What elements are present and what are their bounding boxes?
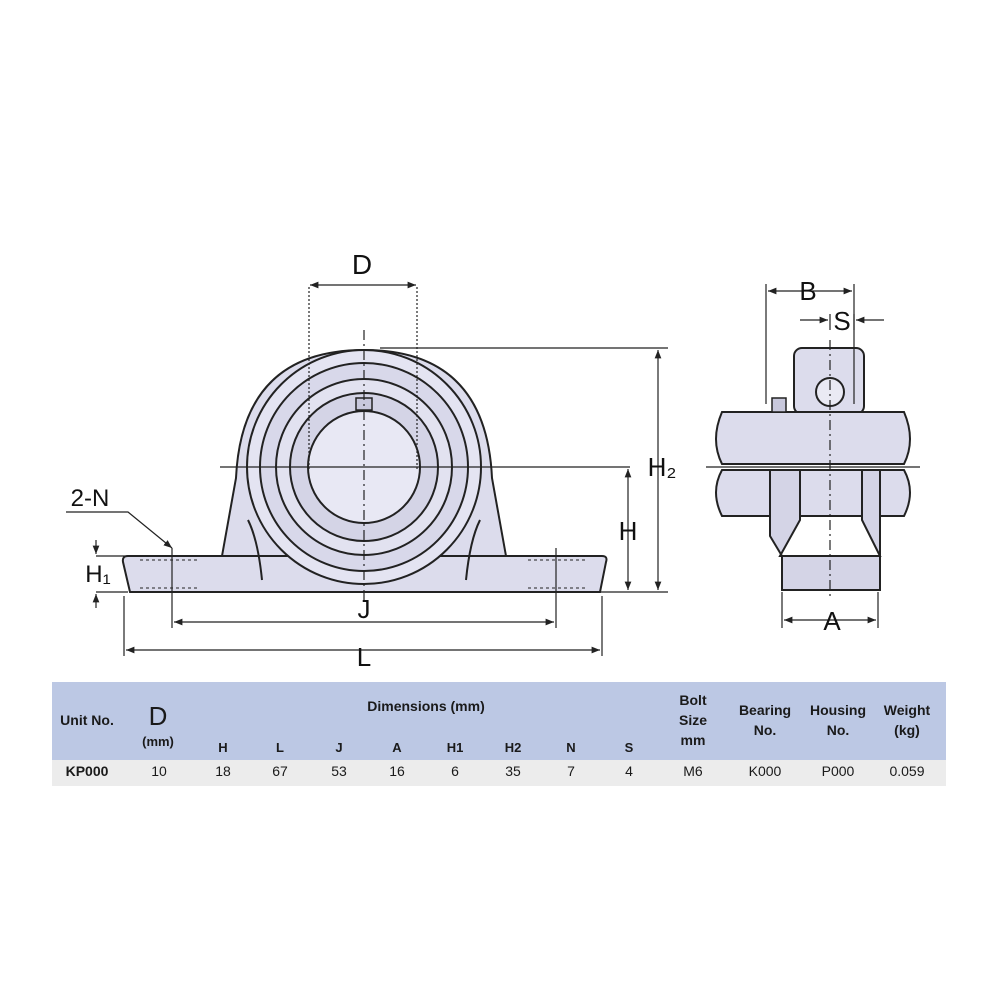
left-rib	[247, 519, 263, 581]
right-rib	[465, 519, 481, 581]
header-bolt-1: Bolt	[679, 692, 707, 708]
cell-weight: 0.059	[889, 763, 925, 779]
header-unit-no: Unit No.	[60, 712, 114, 728]
side-dimensions	[706, 284, 920, 628]
cell-a: 16	[389, 763, 405, 779]
header-bolt-2: Size	[678, 712, 707, 728]
cell-bearing: K000	[748, 763, 782, 779]
header-d: D	[148, 701, 168, 731]
dimension-labels: D H₂ H 2-N H₁ J L B S A	[71, 249, 851, 672]
technical-drawing: D H₂ H 2-N H₁ J L B S A	[66, 249, 920, 672]
cell-n: 7	[567, 763, 575, 779]
cell-housing: P000	[821, 763, 855, 779]
cell-d: 10	[151, 763, 167, 779]
cell-h2: 35	[505, 763, 521, 779]
label-2n: 2-N	[71, 485, 110, 512]
header-j: J	[335, 740, 343, 755]
shaft-upper	[715, 411, 911, 465]
label-d: D	[352, 249, 372, 280]
label-l: L	[357, 642, 371, 672]
label-h2: H₂	[648, 452, 677, 482]
header-n: N	[566, 740, 576, 755]
side-view	[715, 347, 911, 591]
cell-h: 18	[215, 763, 231, 779]
right-bolt-slot	[528, 559, 588, 589]
header-h1: H1	[446, 740, 464, 755]
header-h: H	[218, 740, 228, 755]
label-j: J	[358, 594, 371, 624]
left-bolt-slot	[140, 559, 200, 589]
header-weight-1: Weight	[883, 702, 931, 718]
header-dimensions: Dimensions (mm)	[367, 698, 485, 714]
cell-h1: 6	[451, 763, 459, 779]
label-h: H	[619, 516, 638, 546]
header-h2: H2	[504, 740, 522, 755]
header-housing-1: Housing	[810, 702, 866, 718]
label-b: B	[799, 276, 816, 306]
header-l: L	[276, 740, 284, 755]
cell-j: 53	[331, 763, 347, 779]
header-d-unit: (mm)	[142, 734, 174, 749]
cell-bolt: M6	[683, 763, 703, 779]
label-h1: H₁	[85, 561, 110, 588]
table-row	[52, 760, 946, 786]
label-a: A	[823, 606, 841, 636]
header-a: A	[392, 740, 402, 755]
header-bolt-3: mm	[680, 732, 706, 748]
front-dimensions	[66, 281, 668, 656]
cell-l: 67	[272, 763, 288, 779]
header-s: S	[624, 740, 634, 755]
cell-unit-no: KP000	[65, 763, 109, 779]
cell-s: 4	[625, 763, 633, 779]
spec-table: Unit No. D (mm) Dimensions (mm) H L J A …	[52, 682, 946, 786]
side-set-screw	[771, 397, 787, 413]
header-weight-2: (kg)	[894, 722, 920, 738]
header-housing-2: No.	[826, 722, 850, 738]
side-housing	[769, 469, 882, 591]
header-bearing-2: No.	[753, 722, 777, 738]
label-s: S	[833, 306, 850, 336]
front-view	[121, 348, 608, 593]
header-bearing-1: Bearing	[738, 702, 792, 718]
